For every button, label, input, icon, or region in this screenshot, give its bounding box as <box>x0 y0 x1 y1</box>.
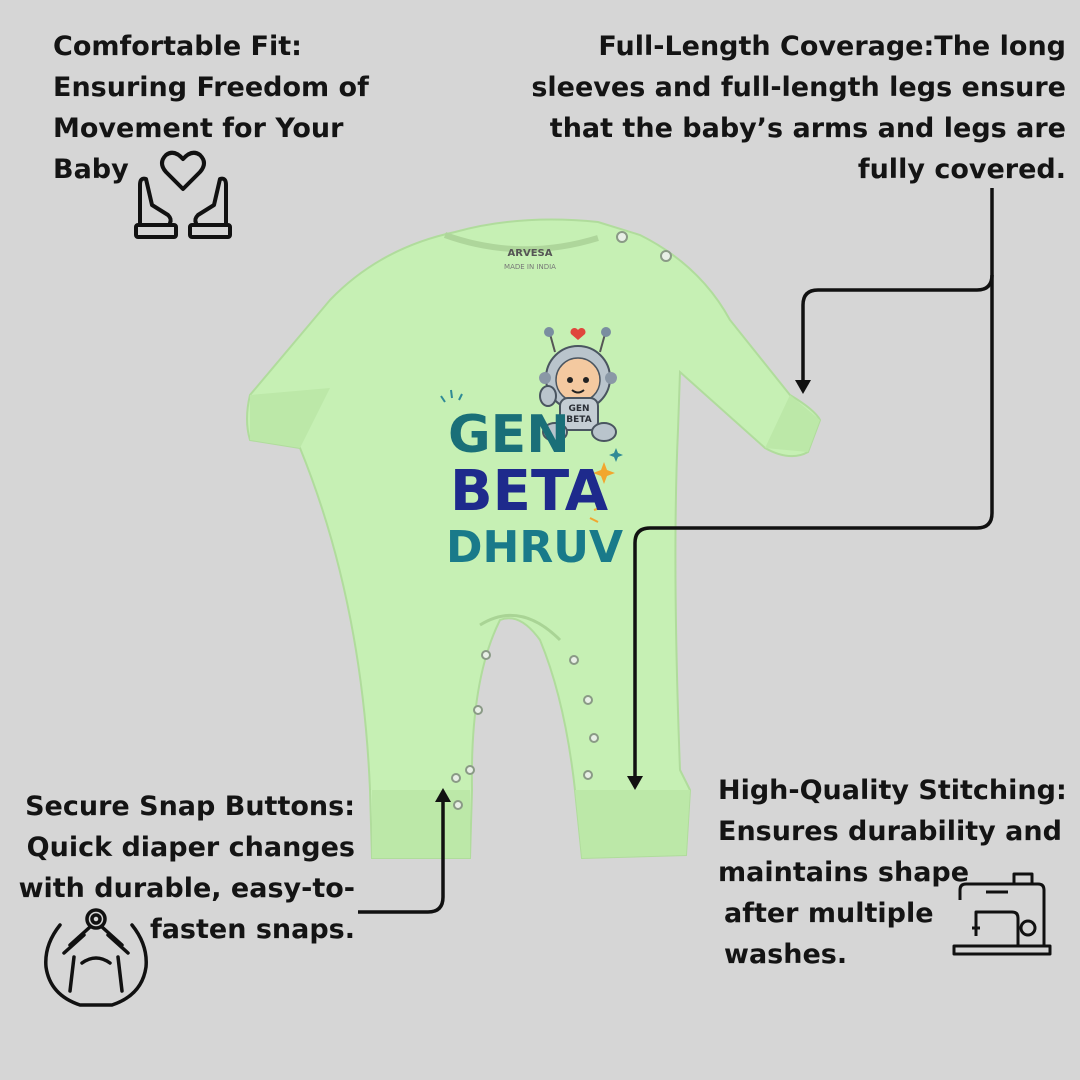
sparkle-decorations <box>440 389 623 523</box>
comfortable-fit-line: Baby <box>53 154 129 185</box>
full-length-coverage-callout: Full-Length Coverage:The long sleeves an… <box>531 26 1066 190</box>
brand-label: ARVESA <box>508 248 553 259</box>
neck-label: ARVESA MADE IN INDIA <box>504 248 556 271</box>
snap-line: fasten snaps. <box>149 914 355 945</box>
secure-snap-buttons-callout: Secure Snap Buttons: Quick diaper change… <box>19 786 355 950</box>
stitching-line: washes. <box>724 939 848 970</box>
coverage-line: Full-Length Coverage:The long <box>598 31 1066 62</box>
snap-button-icon <box>44 908 148 1007</box>
print-beta: BETA <box>450 459 609 524</box>
stitching-line: maintains shape <box>718 857 970 888</box>
snap-line: Quick diaper changes <box>26 832 355 863</box>
brand-label-sub: MADE IN INDIA <box>504 263 556 271</box>
hands-heart-icon <box>134 150 232 239</box>
astronaut-illustration: GEN BETA <box>539 327 617 442</box>
stitching-line: after multiple <box>724 898 934 929</box>
badge-beta: BETA <box>566 415 591 425</box>
snap-line: with durable, easy-to- <box>18 873 355 904</box>
high-quality-stitching-callout: High-Quality Stitching: Ensures durabili… <box>718 770 1067 975</box>
badge-gen: GEN <box>568 404 589 414</box>
comfortable-fit-line: Movement for Your <box>53 113 344 144</box>
coverage-line: that the baby’s arms and legs are <box>549 113 1066 144</box>
heart-icon <box>570 327 586 340</box>
stitching-line: Ensures durability and <box>718 816 1062 847</box>
print-dhruv: DHRUV <box>446 522 623 573</box>
stitching-title: High-Quality Stitching: <box>718 775 1067 806</box>
snap-title: Secure Snap Buttons: <box>25 791 355 822</box>
snap-buttons <box>451 231 672 810</box>
comfortable-fit-callout: Comfortable Fit: Ensuring Freedom of Mov… <box>53 26 369 190</box>
coverage-line: sleeves and full-length legs ensure <box>531 72 1066 103</box>
comfortable-fit-title: Comfortable Fit: <box>53 31 302 62</box>
comfortable-fit-line: Ensuring Freedom of <box>53 72 369 103</box>
print-gen: GEN <box>448 405 570 465</box>
coverage-line: fully covered. <box>857 154 1066 185</box>
print-text: GEN BETA DHRUV <box>446 405 623 573</box>
sewing-machine-icon <box>952 872 1052 956</box>
